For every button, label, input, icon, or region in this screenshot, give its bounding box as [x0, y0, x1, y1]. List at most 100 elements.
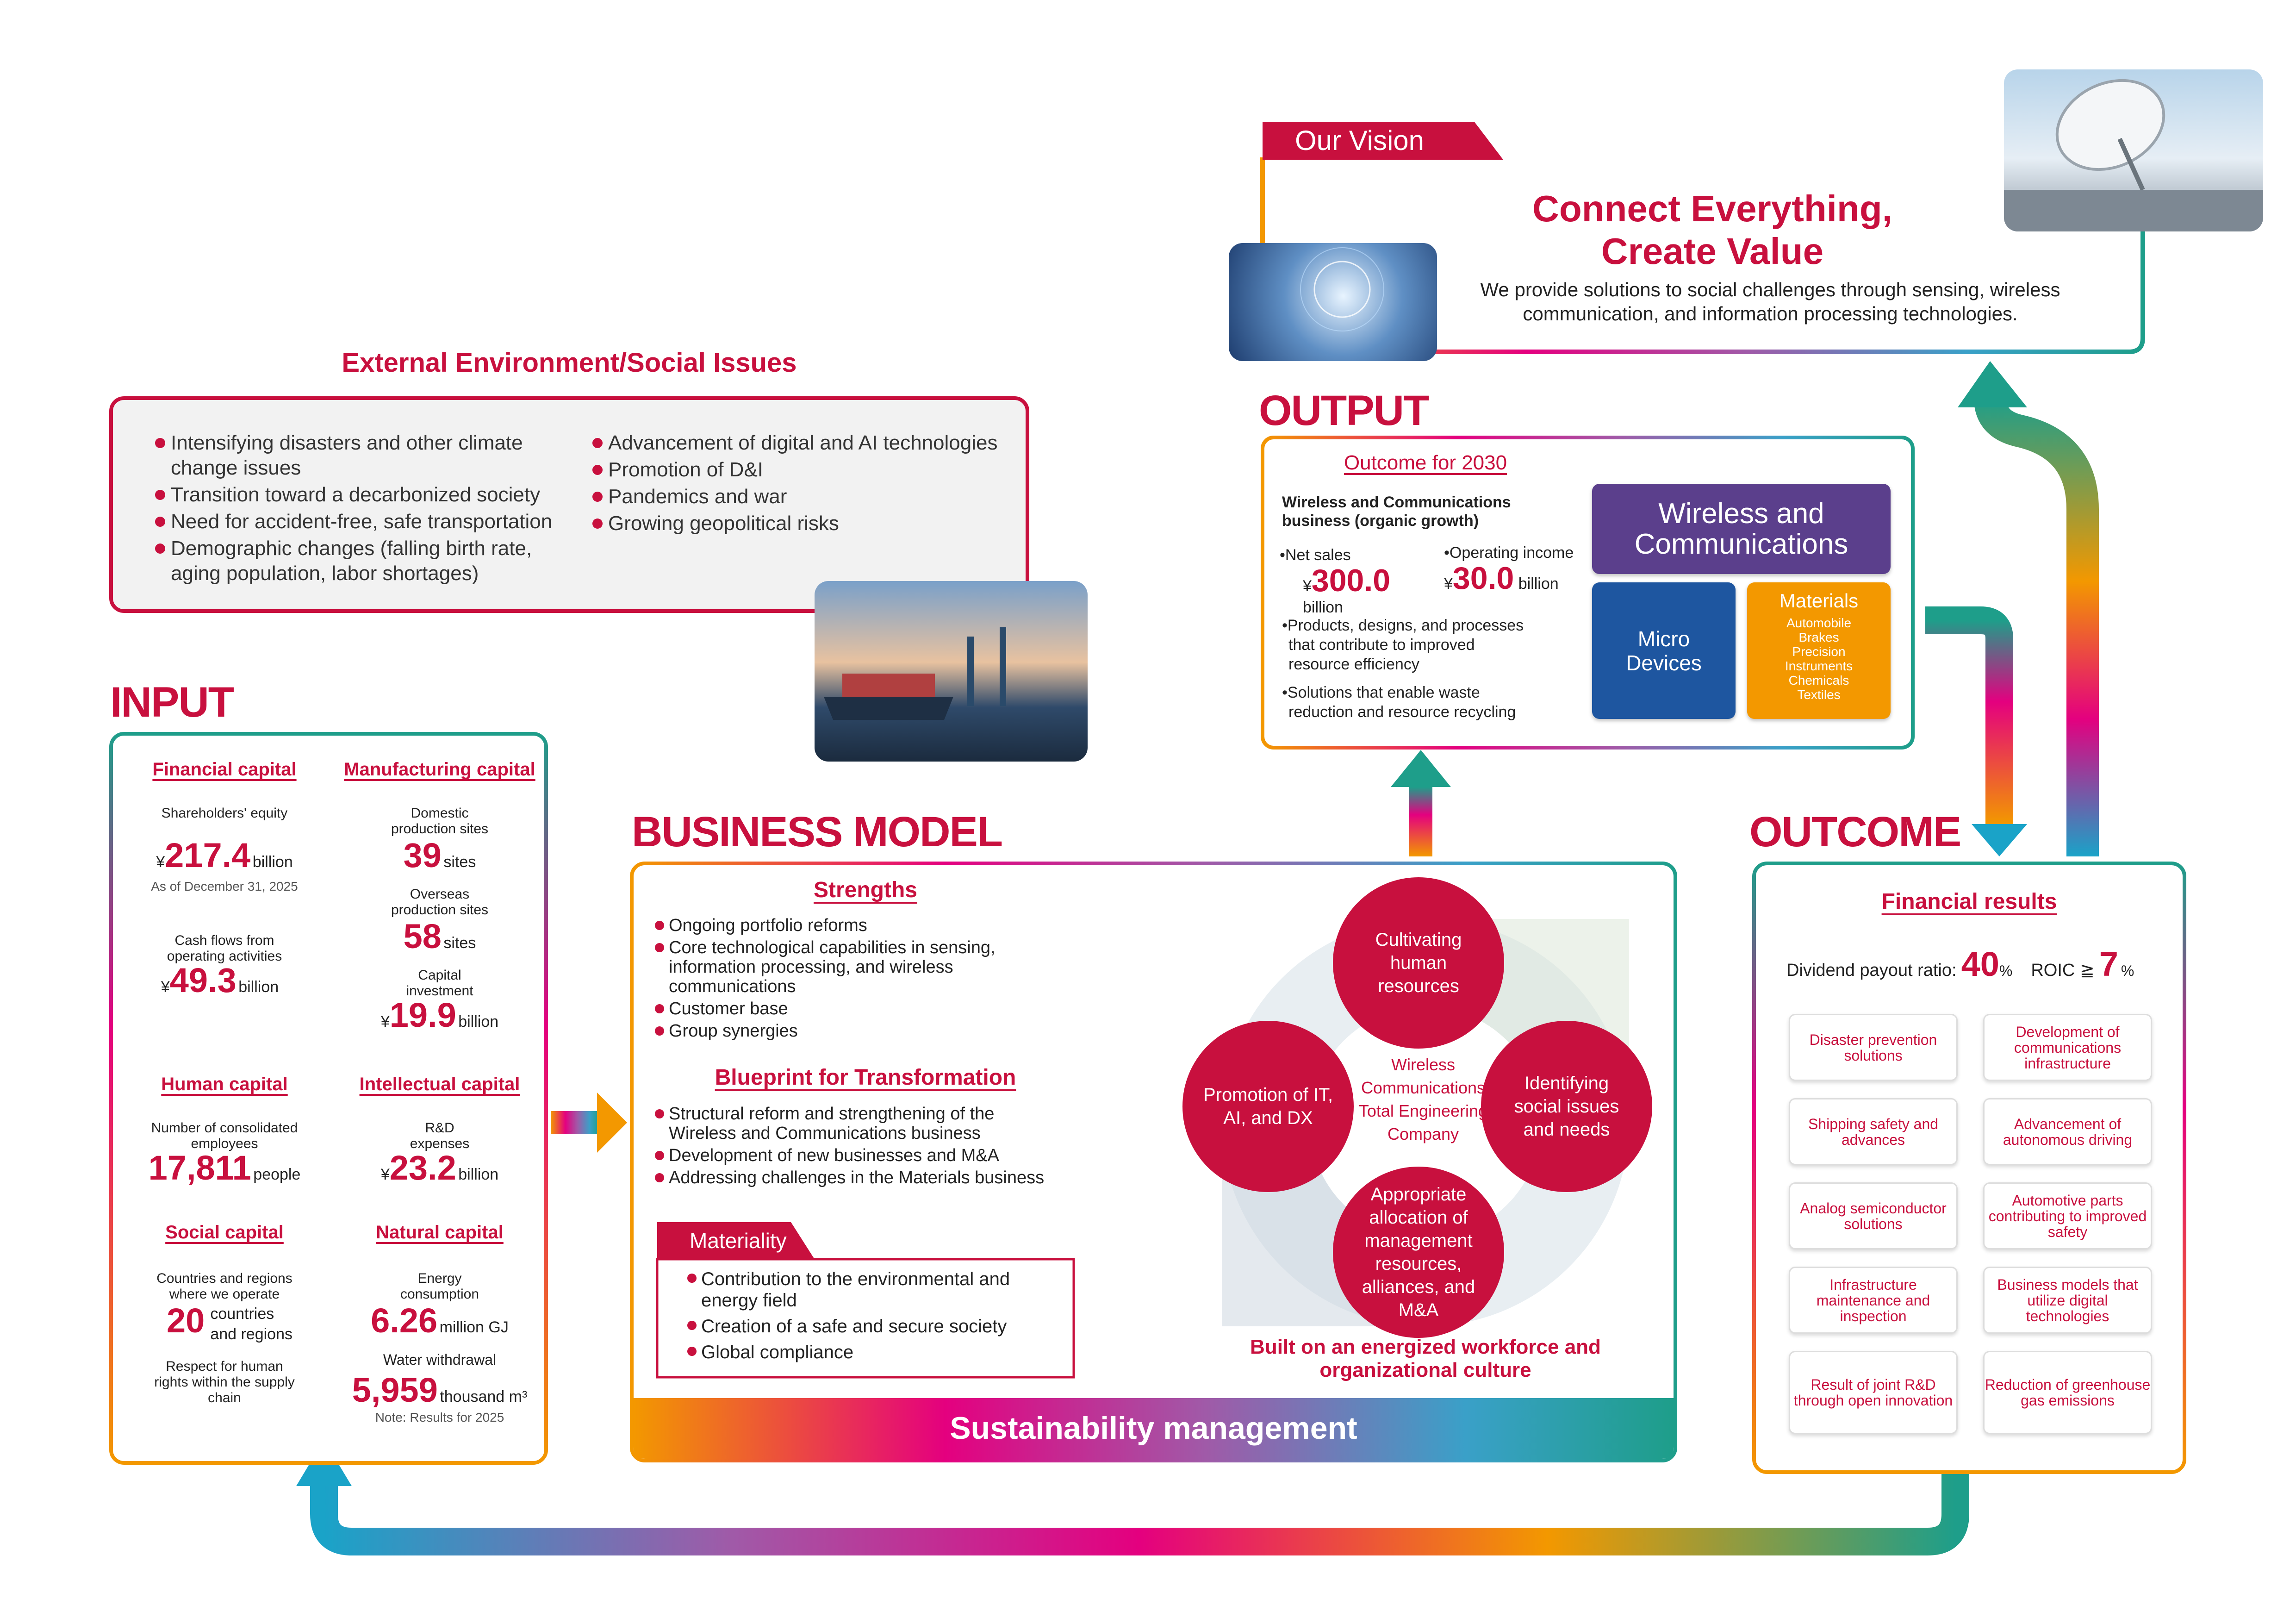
vision-title-line1: Connect Everything, — [1532, 188, 1892, 229]
vision-description: We provide solutions to social challenge… — [1453, 278, 2087, 326]
domestic-sites-label: Domestic production sites — [391, 806, 489, 837]
products-text: •Products, designs, and processes that c… — [1282, 616, 1578, 674]
business-growth-line1: Wireless and Communications — [1282, 493, 1511, 511]
materials-item: Automobile — [1786, 616, 1852, 630]
water-unit: thousand m³ — [440, 1388, 528, 1405]
external-item: Advancement of digital and AI technologi… — [592, 431, 1009, 456]
circle-identifying-social-issues: Identifying social issues and needs — [1481, 1021, 1652, 1192]
energy-label: Energy consumption — [400, 1271, 479, 1302]
operating-income-value: 30.0 — [1452, 561, 1514, 596]
materials-item: Brakes — [1798, 630, 1839, 644]
segment-wireless-line2: Communications — [1634, 528, 1848, 560]
overseas-sites-label: Overseas production sites — [391, 887, 489, 918]
vision-text-line2: communication, and information processin… — [1523, 303, 2018, 325]
outcome-box: Development of communications infrastruc… — [1983, 1014, 2152, 1081]
hand-touch-icon — [1300, 247, 1384, 331]
outcome-2030-title: Outcome for 2030 — [1344, 451, 1507, 474]
blueprint-item: Addressing challenges in the Materials b… — [655, 1168, 1053, 1187]
blueprint-item: Structural reform and strengthening of t… — [655, 1104, 1053, 1143]
outcome-box: Advancement of autonomous driving — [1983, 1098, 2152, 1165]
cargo-ship-icon — [824, 627, 1006, 720]
financial-results-row: Dividend payout ratio: 40 % ROIC ≧ 7 % — [1786, 944, 2180, 984]
equity-value: 217.4 — [165, 836, 251, 874]
external-item: Pandemics and war — [592, 484, 1009, 509]
countries-unit-line1: countries — [210, 1305, 274, 1323]
logistics-port-photo — [815, 581, 1088, 762]
input-title: INPUT — [110, 679, 234, 726]
cash-flow-unit: billion — [238, 978, 279, 996]
outcome-box: Infrastructure maintenance and inspectio… — [1789, 1267, 1958, 1334]
external-item: Demographic changes (falling birth rate,… — [155, 536, 569, 586]
rd-expenses-value: 23.2 — [389, 1149, 456, 1187]
natural-note: Note: Results for 2025 — [375, 1410, 504, 1424]
materiality-item: Contribution to the environmental and en… — [687, 1268, 1067, 1311]
operating-income-block: •Operating income ¥30.0 billion — [1444, 544, 1601, 596]
workforce-culture-text: Built on an energized workforce and orga… — [1185, 1336, 1666, 1382]
outcome-box: Shipping safety and advances — [1789, 1098, 1958, 1165]
overseas-sites-unit: sites — [443, 934, 476, 952]
outcome-box: Analog semiconductor solutions — [1789, 1182, 1958, 1249]
outcome-box: Automotive parts contributing to improve… — [1983, 1182, 2152, 1249]
yen-symbol: ¥ — [1303, 577, 1312, 595]
satellite-dish-photo — [2004, 69, 2263, 231]
roic-unit: % — [2121, 962, 2134, 979]
materials-item: Precision — [1792, 644, 1846, 659]
blueprint-list: Structural reform and strengthening of t… — [655, 1104, 1053, 1187]
business-growth-text: Wireless and Communications business (or… — [1282, 493, 1560, 530]
segment-micro-devices: Micro Devices — [1592, 582, 1736, 719]
rd-expenses-label: R&D expenses — [410, 1120, 470, 1151]
circle-resource-allocation: Appropriate allocation of management res… — [1333, 1167, 1504, 1338]
outcome-box: Business models that utilize digital tec… — [1983, 1267, 2152, 1334]
products-line3: resource efficiency — [1288, 656, 1419, 673]
segment-materials-items: Automobile Brakes Precision Instruments … — [1747, 616, 1891, 702]
natural-capital-title: Natural capital — [376, 1222, 504, 1243]
domestic-sites-row: 39 sites — [342, 836, 537, 875]
rd-expenses-unit: billion — [458, 1166, 499, 1183]
net-sales-label: •Net sales — [1280, 546, 1351, 564]
domestic-sites-value: 39 — [403, 836, 442, 874]
net-sales-block: •Net sales ¥300.0 billion — [1280, 546, 1428, 617]
financial-results-title: Financial results — [1881, 889, 2057, 914]
manufacturing-capital-title: Manufacturing capital — [344, 759, 535, 780]
countries-value: 20 — [167, 1301, 205, 1340]
blueprint-item: Development of new businesses and M&A — [655, 1146, 1053, 1165]
external-item: Need for accident-free, safe transportat… — [155, 509, 572, 534]
social-capital-title: Social capital — [165, 1222, 284, 1243]
outcome-title: OUTCOME — [1749, 808, 1961, 856]
strength-item: Group synergies — [655, 1021, 1053, 1041]
workforce-culture-line2: organizational culture — [1319, 1359, 1531, 1381]
strengths-list: Ongoing portfolio reforms Core technolog… — [655, 916, 1053, 1041]
external-item: Promotion of D&I — [592, 457, 1009, 482]
yen-symbol: ¥ — [380, 1013, 390, 1031]
workforce-culture-line1: Built on an energized workforce and — [1250, 1336, 1601, 1358]
human-capital-title: Human capital — [161, 1074, 288, 1094]
strength-item: Core technological capabilities in sensi… — [655, 938, 1053, 996]
outcome-box: Disaster prevention solutions — [1789, 1014, 1958, 1081]
capex-label: Capital investment — [406, 968, 473, 999]
cash-flow-value: 49.3 — [169, 961, 236, 999]
employees-unit: people — [253, 1166, 301, 1183]
capex-unit: billion — [458, 1013, 499, 1031]
outcome-box: Result of joint R&D through open innovat… — [1789, 1351, 1958, 1434]
vision-text-line1: We provide solutions to social challenge… — [1480, 279, 2060, 300]
outcome-box: Reduction of greenhouse gas emissions — [1983, 1351, 2152, 1434]
net-sales-unit: billion — [1303, 599, 1343, 616]
cash-flow-value-row: ¥49.3 billion — [120, 961, 319, 1000]
vision-title: Connect Everything, Create Value — [1412, 187, 2013, 273]
center-company-label: Wireless Communications Total Engineerin… — [1358, 1055, 1488, 1143]
intellectual-capital-title: Intellectual capital — [359, 1074, 520, 1094]
materiality-list: Contribution to the environmental and en… — [687, 1268, 1067, 1363]
business-model-title: BUSINESS MODEL — [632, 808, 1003, 856]
our-vision-tab: Our Vision — [1263, 122, 1503, 160]
operating-income-unit: billion — [1518, 575, 1559, 593]
yen-symbol: ¥ — [380, 1166, 390, 1183]
capex-value: 19.9 — [389, 996, 456, 1034]
external-item: Growing geopolitical risks — [592, 511, 1009, 536]
roic-label: ROIC ≧ — [2031, 961, 2095, 980]
overseas-sites-value: 58 — [403, 917, 442, 956]
water-value: 5,959 — [352, 1371, 438, 1409]
equity-note: As of December 31, 2025 — [151, 879, 298, 893]
strengths-title: Strengths — [813, 878, 917, 902]
materials-item: Instruments — [1785, 659, 1853, 673]
